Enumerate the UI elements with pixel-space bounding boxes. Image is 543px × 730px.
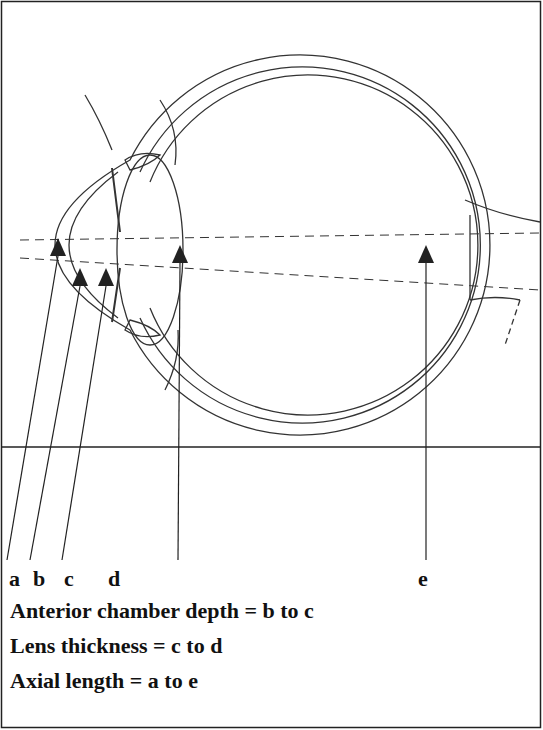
- retina: [150, 75, 478, 415]
- muscle-bottom: [165, 330, 178, 390]
- arrow-e: [418, 245, 434, 263]
- muscle-top: [160, 100, 176, 165]
- ciliary-body-top: [125, 153, 160, 170]
- eyelid-line: [85, 95, 112, 150]
- definition-note: Lens thickness = c to d: [10, 633, 222, 659]
- leader-a: [7, 256, 58, 560]
- leader-d: [178, 263, 180, 560]
- axis-letter: d: [108, 566, 120, 592]
- axis-letter: e: [418, 566, 428, 592]
- definition-note: Axial length = a to e: [10, 668, 198, 694]
- choroid: [140, 67, 480, 423]
- arrowheads: [50, 238, 434, 286]
- optic-nerve-dash: [505, 300, 520, 345]
- cornea-inner: [69, 172, 118, 318]
- eye-outline: [55, 55, 540, 435]
- divider: [2, 446, 542, 448]
- arrow-d: [172, 245, 188, 263]
- optic-nerve-top: [465, 200, 540, 222]
- axis-letter: b: [33, 566, 45, 592]
- optical-axis: [20, 258, 540, 290]
- visual-axis: [20, 233, 540, 240]
- ciliary-body-bottom: [125, 320, 160, 337]
- iris: [112, 168, 120, 322]
- definition-note: Anterior chamber depth = b to c: [10, 598, 314, 624]
- arrow-b: [72, 268, 88, 286]
- leader-b: [30, 286, 80, 560]
- leader-lines: [7, 256, 426, 560]
- sclera: [55, 55, 490, 435]
- leader-e: [425, 263, 426, 560]
- axis-letter: c: [64, 566, 74, 592]
- axis-lines: [20, 233, 540, 290]
- arrow-c: [98, 268, 114, 286]
- optic-disc: [469, 215, 470, 300]
- leader-c: [62, 286, 106, 560]
- axis-letter: a: [9, 566, 20, 592]
- optic-nerve-bottom: [470, 298, 520, 301]
- lens: [117, 155, 183, 345]
- arrow-a: [50, 238, 66, 256]
